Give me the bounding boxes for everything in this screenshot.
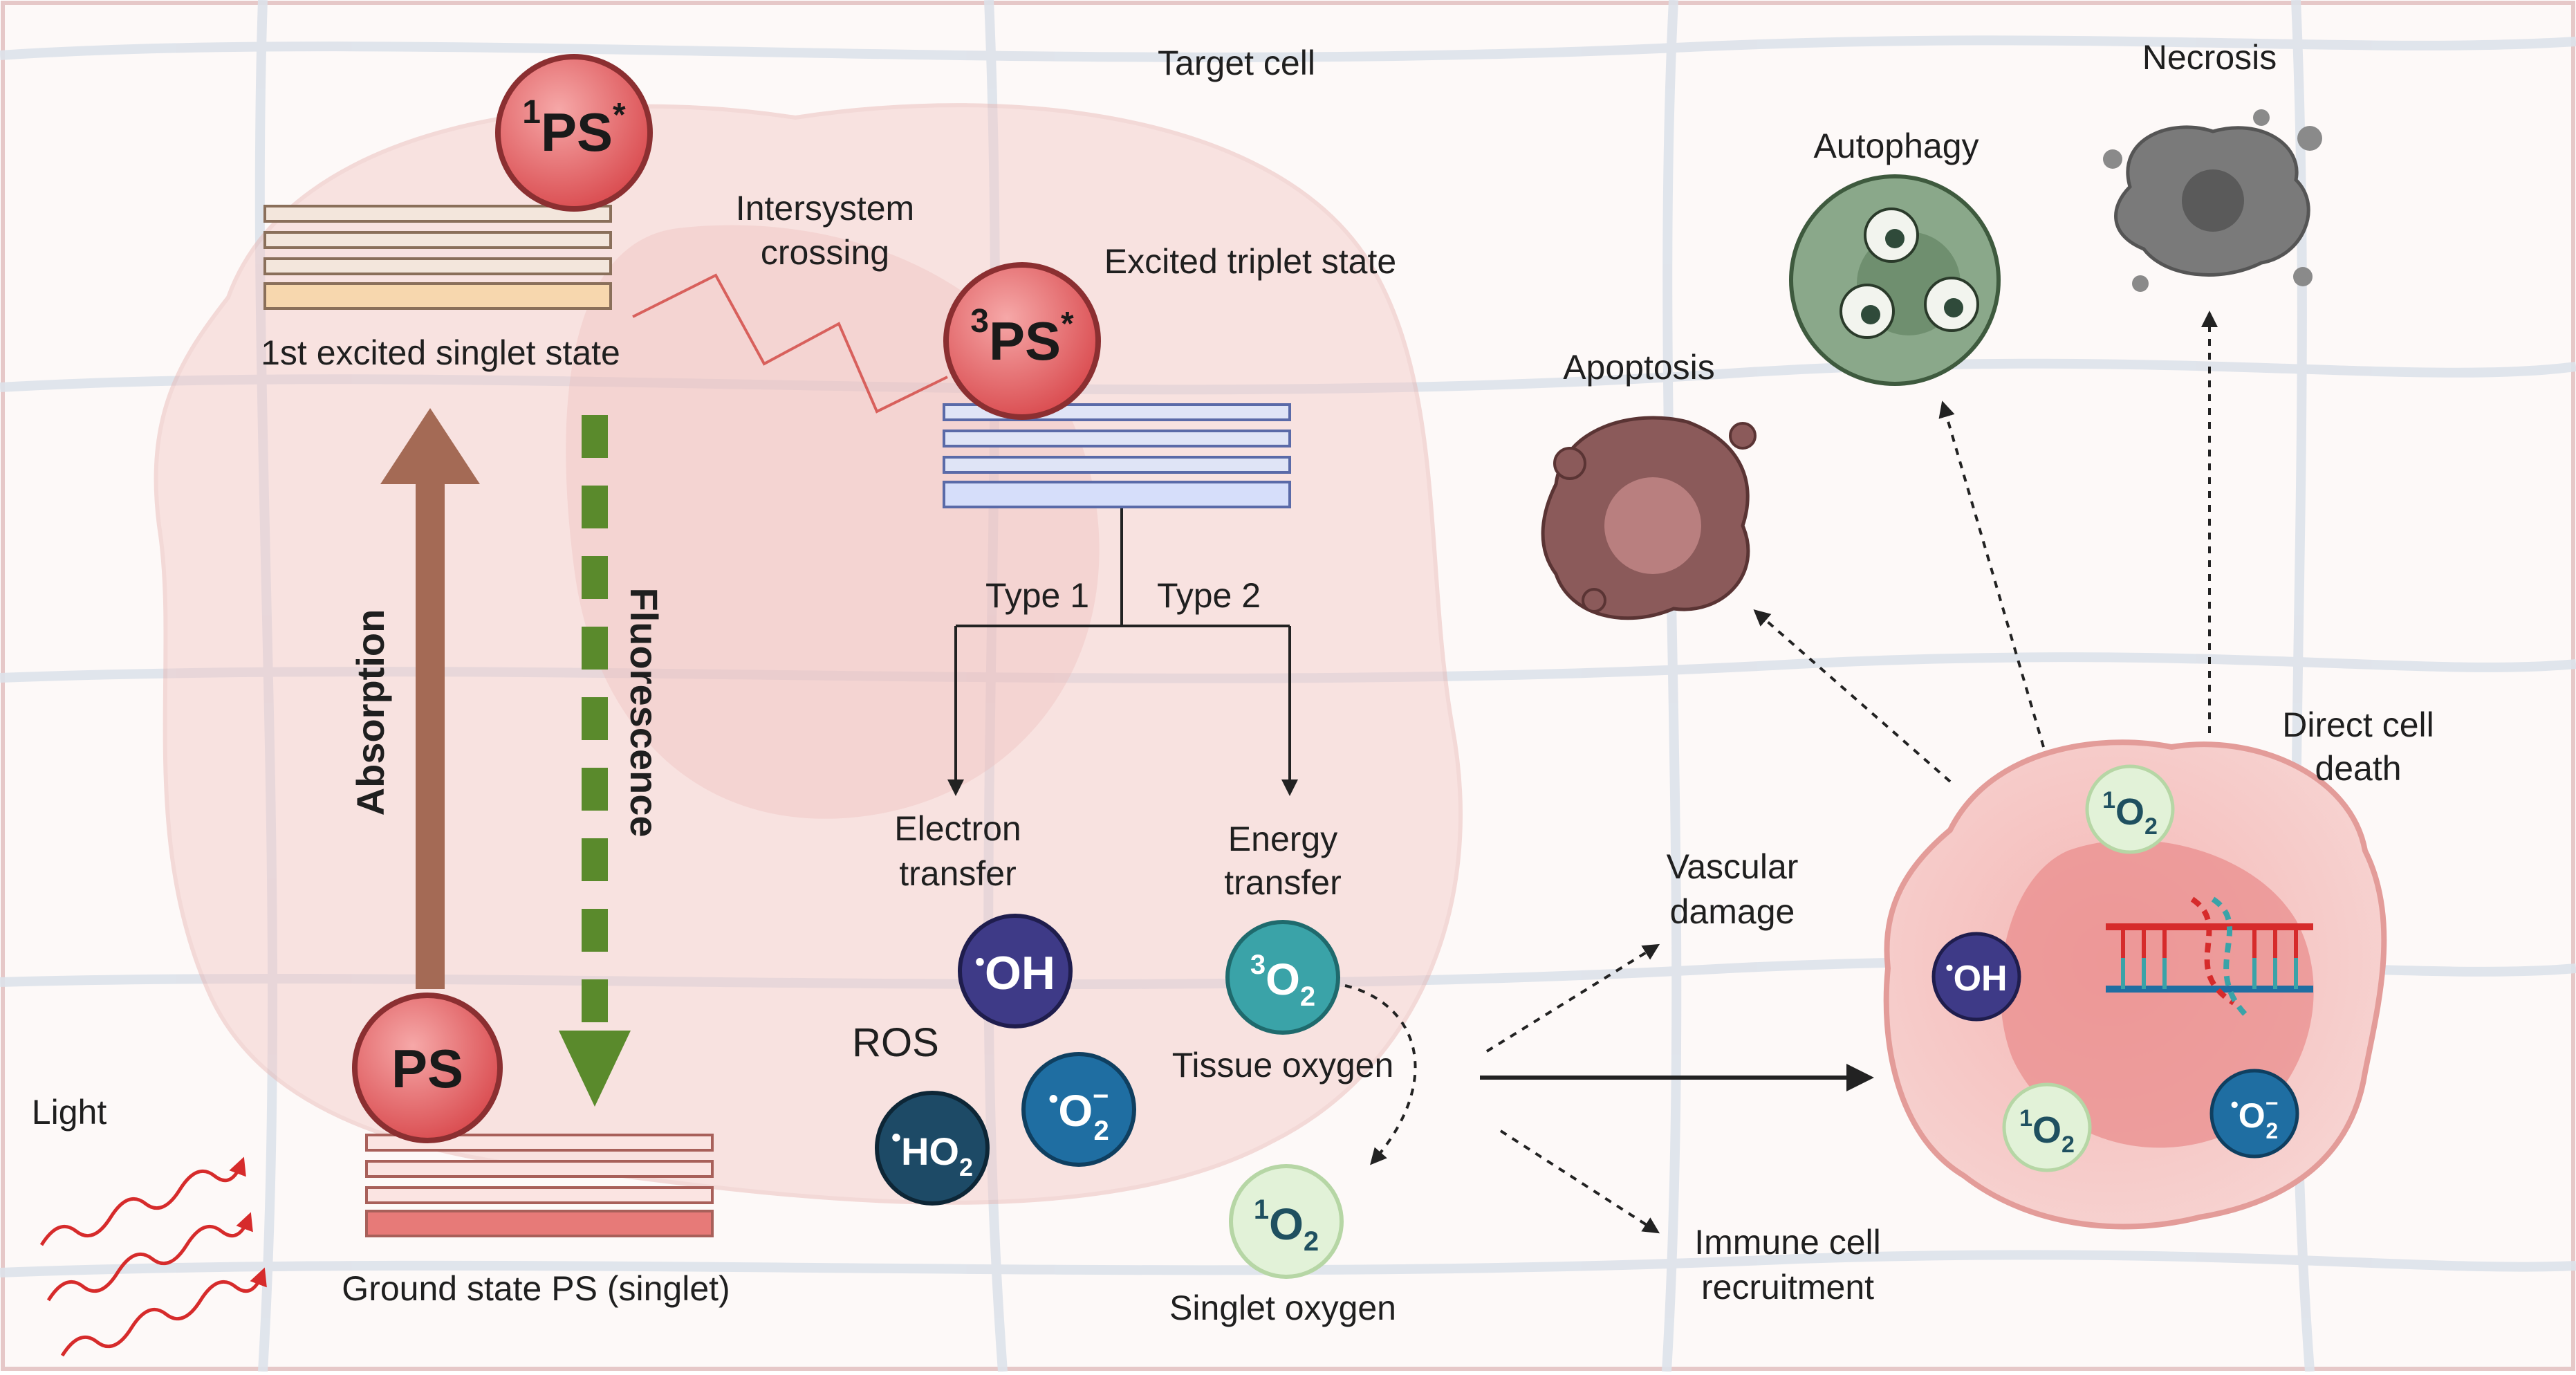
svg-text:PS: PS	[391, 1038, 463, 1099]
singlet-excited-label: 1st excited singlet state	[261, 333, 620, 372]
absorption-label: Absorption	[349, 609, 392, 816]
energy-transfer-1: Energy	[1228, 820, 1337, 858]
singlet-oxygen-label: Singlet oxygen	[1169, 1289, 1396, 1327]
autophagy-cell-icon	[1789, 174, 2001, 386]
oh-radical: •OH	[958, 914, 1073, 1028]
isc-label-2: crossing	[761, 233, 889, 272]
fluorescence-arrow	[559, 415, 631, 1107]
cell-singlet-oxygen-bottom: 1O2	[2002, 1082, 2092, 1172]
superoxide: •O−2	[1021, 1052, 1136, 1167]
fluorescence-label: Fluorescence	[622, 587, 666, 837]
singlet-oxygen: 1O2	[1229, 1164, 1344, 1279]
vascular-label-2: damage	[1670, 892, 1795, 931]
electron-transfer-1: Electron	[894, 809, 1021, 848]
necrotic-cell-icon	[2103, 109, 2322, 292]
type1-label: Type 1	[985, 576, 1089, 615]
energy-transfer-arrow	[1344, 984, 1417, 1165]
triplet-ps: 3PS*	[943, 262, 1101, 420]
tissue-oxygen-label: Tissue oxygen	[1172, 1046, 1394, 1085]
ground-levels	[365, 1134, 714, 1237]
energy-transfer-2: transfer	[1224, 863, 1342, 902]
cell-superoxide: •O−2	[2209, 1069, 2299, 1159]
branch-lines	[947, 508, 1298, 796]
direct-death-label-1: Direct cell	[2282, 705, 2434, 744]
singlet-excited-levels	[263, 205, 612, 310]
immune-label-1: Immune cell	[1694, 1223, 1881, 1262]
svg-text:1O2: 1O2	[1254, 1194, 1319, 1257]
svg-text:•O−2: •O−2	[2231, 1091, 2279, 1143]
absorption-arrow	[380, 408, 480, 989]
svg-text:1O2: 1O2	[2019, 1105, 2075, 1158]
ground-ps: PS	[352, 993, 503, 1143]
electron-transfer-2: transfer	[899, 854, 1017, 893]
vascular-arrow	[1485, 943, 1660, 1053]
direct-death-label-2: death	[2315, 749, 2401, 788]
svg-text:3PS*: 3PS*	[970, 303, 1074, 371]
svg-text:•OH: •OH	[1945, 955, 2007, 999]
triplet-oxygen: 3O2	[1225, 920, 1340, 1035]
necrosis-label: Necrosis	[2142, 38, 2277, 77]
autophagy-label: Autophagy	[1813, 127, 1979, 165]
cell-oh-radical: •OH	[1931, 932, 2021, 1022]
tumor-nucleus	[2000, 840, 2314, 1148]
apoptotic-cell-icon	[1541, 416, 1757, 620]
isc-label-1: Intersystem	[736, 189, 914, 228]
light-waves	[39, 1156, 267, 1357]
target-cell-body	[154, 103, 1463, 1205]
immune-label-2: recruitment	[1701, 1268, 1874, 1307]
ros-label: ROS	[852, 1020, 939, 1065]
dna-damage-icon	[2106, 896, 2313, 1019]
svg-text:•OH: •OH	[975, 947, 1055, 999]
isc-zigzag	[632, 273, 948, 414]
svg-text:1PS*: 1PS*	[522, 94, 626, 163]
immune-arrow	[1499, 1129, 1660, 1234]
cell-singlet-oxygen-top: 1O2	[2085, 764, 2175, 854]
svg-text:•O−2: •O−2	[1048, 1081, 1109, 1146]
triplet-label: Excited triplet state	[1104, 242, 1396, 281]
svg-text:3O2: 3O2	[1250, 950, 1315, 1012]
vascular-label-1: Vascular	[1667, 847, 1799, 886]
autophagy-arrow	[1938, 400, 2045, 748]
target-cell-label: Target cell	[1158, 44, 1315, 82]
apoptosis-label: Apoptosis	[1563, 348, 1715, 387]
svg-text:1O2: 1O2	[2102, 787, 2158, 840]
hydroperoxyl: •HO2	[875, 1091, 990, 1206]
apoptosis-arrow	[1753, 609, 1952, 783]
light-label: Light	[32, 1093, 107, 1132]
triplet-levels	[943, 403, 1291, 508]
ground-label: Ground state PS (singlet)	[342, 1269, 730, 1308]
singlet-excited-ps: 1PS*	[495, 54, 653, 212]
svg-text:•HO2: •HO2	[891, 1123, 973, 1181]
type2-label: Type 2	[1157, 576, 1261, 615]
